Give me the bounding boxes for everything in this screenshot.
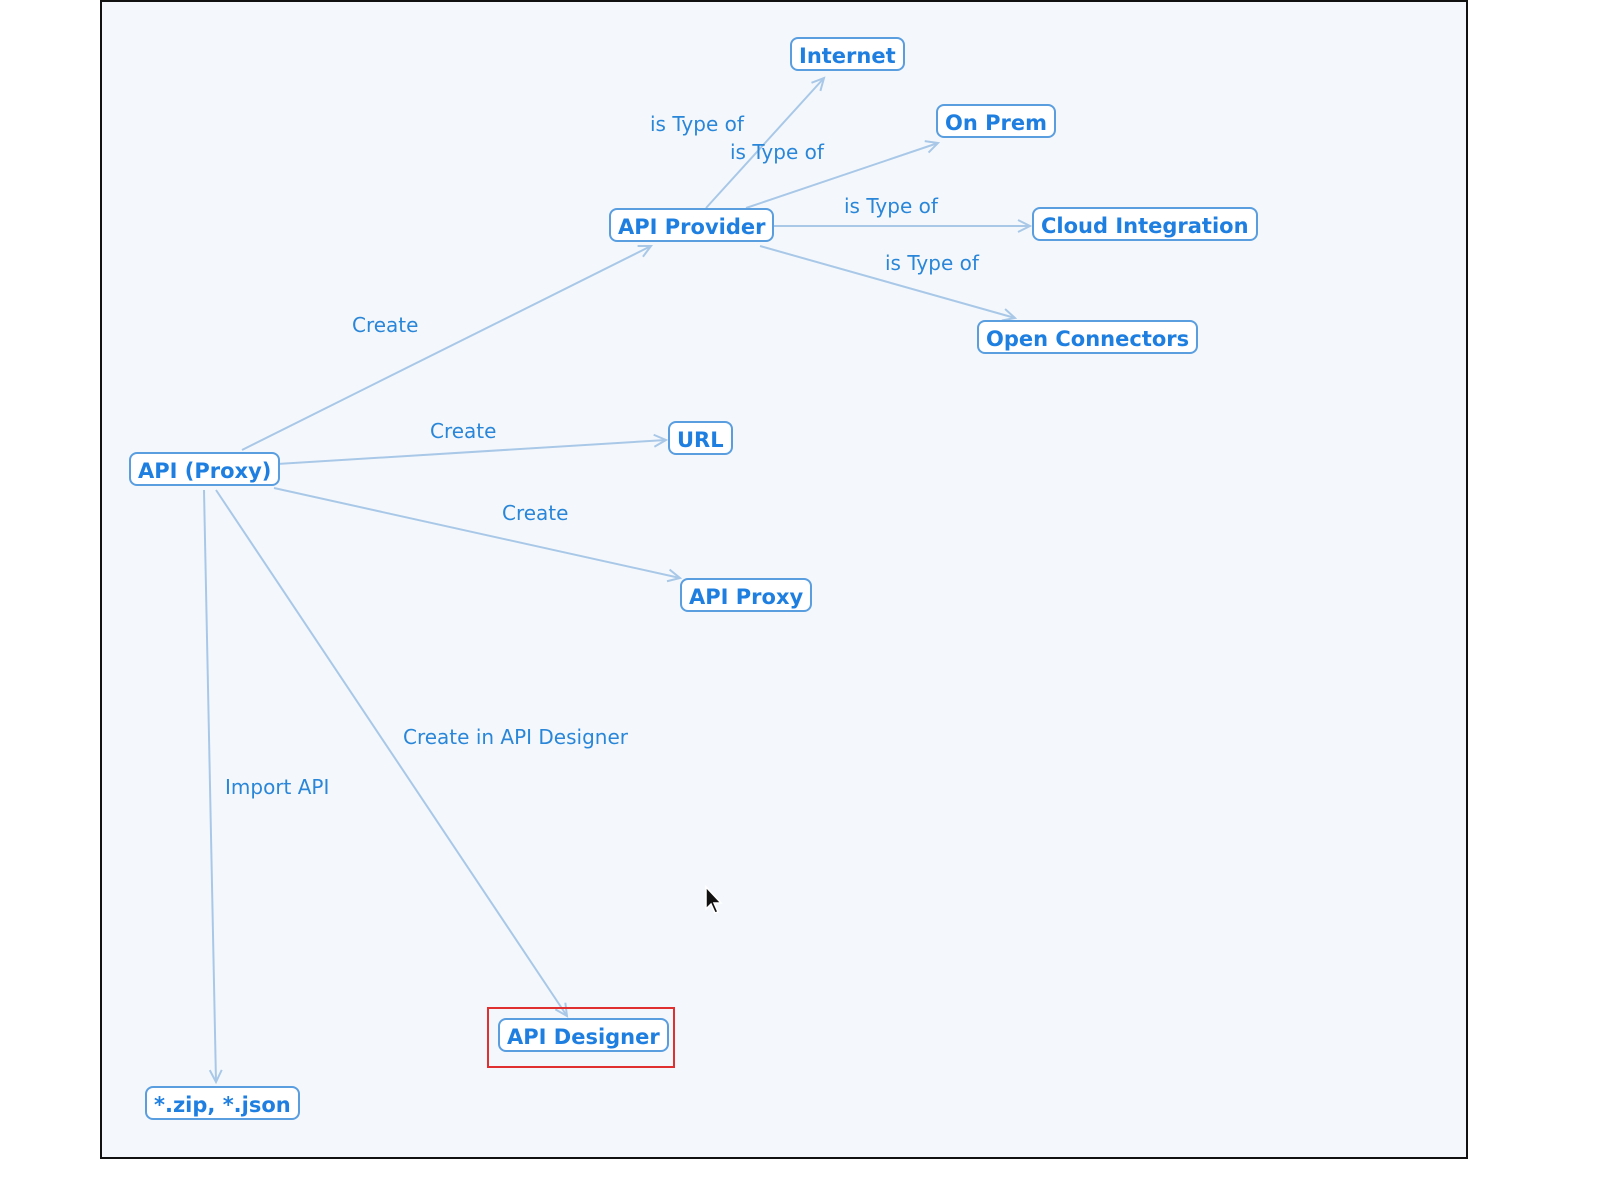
node-cloud-integration[interactable]: Cloud Integration [1032,207,1258,241]
edge-label-root-provider: Create [352,313,419,337]
edge-root-designer [215,489,569,1018]
node-api-provider[interactable]: API Provider [609,208,775,242]
edge-label-provider-cloud: is Type of [844,194,938,218]
node-api-designer[interactable]: API Designer [498,1018,669,1052]
arrow-cursor-icon [705,885,723,914]
node-api-proxy[interactable]: API Proxy [680,578,813,612]
edge-label-provider-internet: is Type of [650,112,744,136]
edge-root-import [203,489,223,1085]
edge-label-provider-onprem: is Type of [730,140,824,164]
node-open-connectors[interactable]: Open Connectors [977,320,1199,354]
edge-root-proxy [273,487,683,583]
edge-label-root-proxy: Create [502,501,569,525]
edge-root-url [276,433,669,465]
edge-provider-internet [705,76,826,209]
edge-provider-open [759,245,1018,322]
edge-label-root-import: Import API [225,775,330,799]
edge-label-root-designer: Create in API Designer [403,725,628,749]
node-url[interactable]: URL [668,421,733,455]
node-internet[interactable]: Internet [790,37,905,71]
node-api-proxy-root[interactable]: API (Proxy) [129,452,281,486]
edge-label-provider-open: is Type of [885,251,979,275]
edge-label-root-url: Create [430,419,497,443]
highlight-box [487,1007,675,1068]
edge-provider-onprem [745,140,941,209]
node-on-prem[interactable]: On Prem [936,104,1056,138]
edge-root-provider [241,244,654,451]
node-zip-json[interactable]: *.zip, *.json [145,1086,300,1120]
